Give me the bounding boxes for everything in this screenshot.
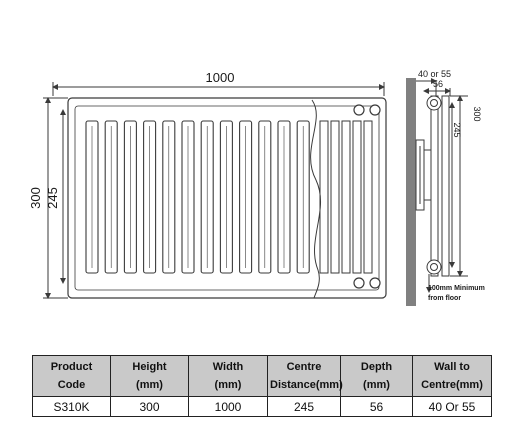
- side-height-label: 300: [472, 106, 482, 121]
- table-row: S310K 300 1000 245 56 40 Or 55: [32, 396, 492, 417]
- radiator-fin: [239, 120, 253, 274]
- radiator-technical-drawing: 1000 300 245 40 or 55 56: [28, 69, 485, 306]
- side-front-panel: [441, 95, 450, 277]
- convector-fin: [341, 120, 351, 274]
- convector-fins: [319, 120, 373, 274]
- radiator-fin: [200, 120, 214, 274]
- radiator-fin: [123, 120, 137, 274]
- radiator-fin: [277, 120, 291, 274]
- wall-distance-label: 40 or 55: [418, 69, 451, 79]
- floor-note-line1: 100mm Minimum: [428, 285, 485, 292]
- side-bottom-tapping-icon: [426, 259, 442, 275]
- width-dimension: [52, 82, 385, 96]
- height-dimension: [43, 97, 68, 299]
- top-valve-right-icon: [369, 104, 381, 116]
- cell-wall-to-centre: 40 Or 55: [412, 396, 492, 417]
- radiator-fin: [85, 120, 99, 274]
- cell-height: 300: [110, 396, 189, 417]
- radiator-fin: [181, 120, 195, 274]
- convector-fin: [330, 120, 340, 274]
- depth-label: 56: [433, 79, 443, 89]
- cutaway-line: [310, 99, 321, 299]
- radiator-fin: [104, 120, 118, 274]
- radiator-inner-frame: [74, 105, 380, 291]
- header-depth: Depth(mm): [340, 355, 413, 397]
- header-height: Height(mm): [110, 355, 189, 397]
- front-valves: [353, 104, 381, 289]
- convector-fin: [319, 120, 329, 274]
- side-view: [415, 78, 468, 293]
- radiator-fin: [296, 120, 310, 274]
- radiator-fin: [162, 120, 176, 274]
- side-top-tapping-icon: [426, 95, 442, 111]
- floor-note-line2: from floor: [428, 295, 461, 302]
- side-rear-panel: [430, 95, 439, 277]
- header-width: Width(mm): [188, 355, 268, 397]
- cell-centre-distance: 245: [267, 396, 341, 417]
- front-view: [67, 97, 387, 299]
- side-centre-label: 245: [452, 122, 462, 137]
- bottom-valve-left-icon: [353, 277, 365, 289]
- radiator-fins: [85, 120, 310, 274]
- convector-fin: [352, 120, 362, 274]
- top-valve-left-icon: [353, 104, 365, 116]
- height-label: 300: [28, 187, 43, 209]
- width-label: 1000: [206, 70, 235, 85]
- wall-bracket: [415, 139, 425, 211]
- convector-fin: [363, 120, 373, 274]
- wall: [406, 78, 416, 306]
- radiator-fin: [219, 120, 233, 274]
- radiator-fin: [143, 120, 157, 274]
- cell-product-code: S310K: [32, 396, 111, 417]
- radiator-outer-panel: [67, 97, 387, 299]
- cell-depth: 56: [340, 396, 413, 417]
- centre-label: 245: [45, 187, 60, 209]
- cell-width: 1000: [188, 396, 268, 417]
- radiator-fin: [258, 120, 272, 274]
- bottom-valve-right-icon: [369, 277, 381, 289]
